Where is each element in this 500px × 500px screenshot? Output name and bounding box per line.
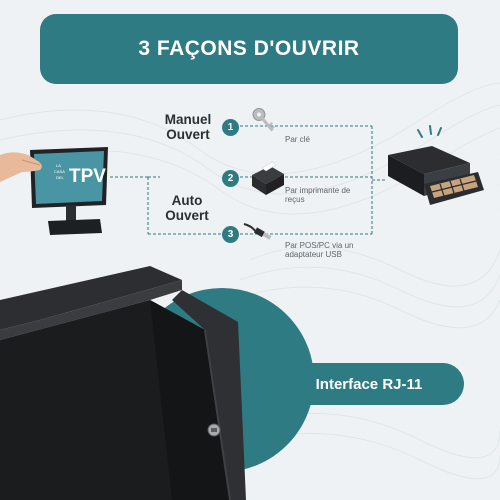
usb-cable-icon: [243, 223, 272, 240]
logo-word-del: DEL: [56, 175, 65, 180]
receipt-printer-icon: [252, 161, 284, 195]
cash-drawer-small: [388, 125, 484, 205]
method-number-3: 3: [222, 226, 239, 243]
logo-word-casa: CASA: [54, 169, 65, 174]
monitor-logo-big: TPV: [69, 166, 106, 187]
interface-badge: Interface RJ-11: [274, 363, 464, 405]
method-text-1: Par clé: [285, 135, 310, 144]
logo-word-la: LA: [56, 163, 61, 168]
monitor-logo-small: LA CASA DEL: [54, 163, 66, 180]
mode-label-manual: Manuel Ouvert: [164, 112, 212, 142]
mode-label-auto: Auto Ouvert: [165, 193, 209, 223]
method-text-2: Par imprimante de reçus: [285, 186, 351, 204]
title-banner: 3 FAÇONS D'OUVRIR: [40, 14, 458, 84]
interface-label: Interface RJ-11: [315, 375, 423, 393]
key-icon: [252, 107, 275, 132]
method-text-3: Par POS/PC via un adaptateur USB: [285, 241, 354, 259]
page-title: 3 FAÇONS D'OUVRIR: [138, 37, 360, 60]
method-number-1: 1: [222, 119, 239, 136]
method-number-2: 2: [222, 170, 239, 187]
interface-pill-arrow: [260, 374, 276, 394]
cash-drawer-large: [0, 266, 246, 500]
monitor-illustration: [0, 147, 108, 235]
